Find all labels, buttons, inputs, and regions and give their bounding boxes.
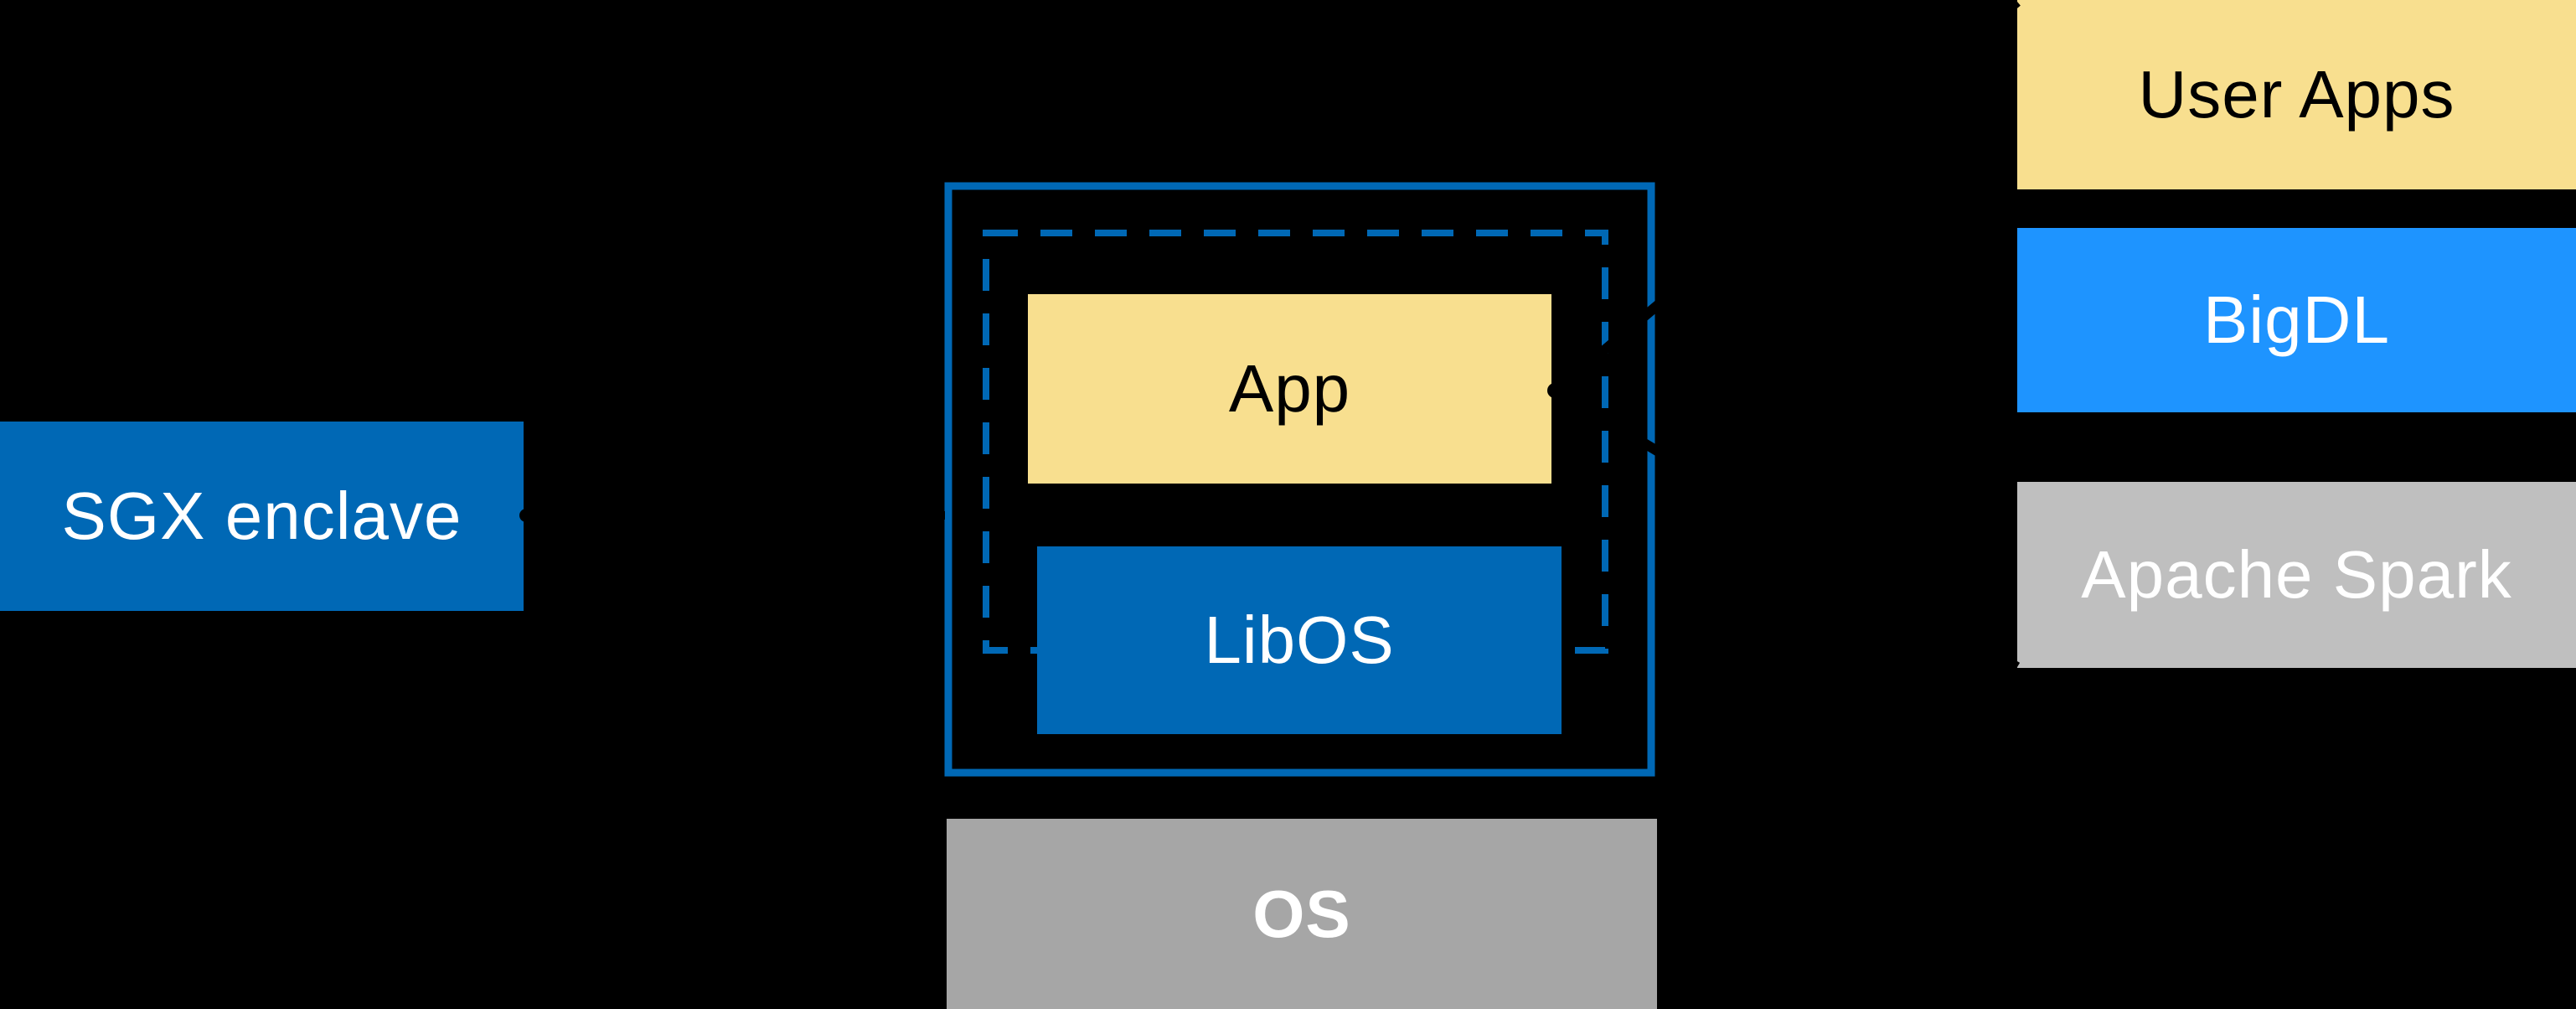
libos-box: LibOS bbox=[1037, 546, 1562, 734]
sgx-enclave-label-box: SGX enclave bbox=[0, 422, 524, 611]
app-label: App bbox=[1228, 351, 1351, 426]
app-arrow-dot bbox=[1547, 383, 1562, 398]
os-label: OS bbox=[1252, 876, 1351, 951]
enclave-dashed-boundary bbox=[983, 230, 1608, 654]
apache-spark-label: Apache Spark bbox=[2081, 537, 2512, 612]
stack-lower-connector-line bbox=[1553, 385, 2021, 672]
sgx-arrow-dot bbox=[519, 509, 533, 522]
app-box: App bbox=[1028, 294, 1551, 484]
bigdl-box: BigDL bbox=[2017, 228, 2576, 412]
bigdl-label: BigDL bbox=[2203, 282, 2390, 357]
user-apps-box: User Apps bbox=[2017, 0, 2576, 189]
user-apps-label: User Apps bbox=[2138, 57, 2455, 132]
sgx-enclave-label: SGX enclave bbox=[61, 479, 462, 553]
apache-spark-box: Apache Spark bbox=[2017, 482, 2576, 668]
enclave-solid-boundary bbox=[944, 182, 1655, 777]
stack-upper-connector-line bbox=[1553, 0, 2021, 395]
os-box: OS bbox=[947, 819, 1657, 1009]
libos-label: LibOS bbox=[1204, 603, 1395, 677]
